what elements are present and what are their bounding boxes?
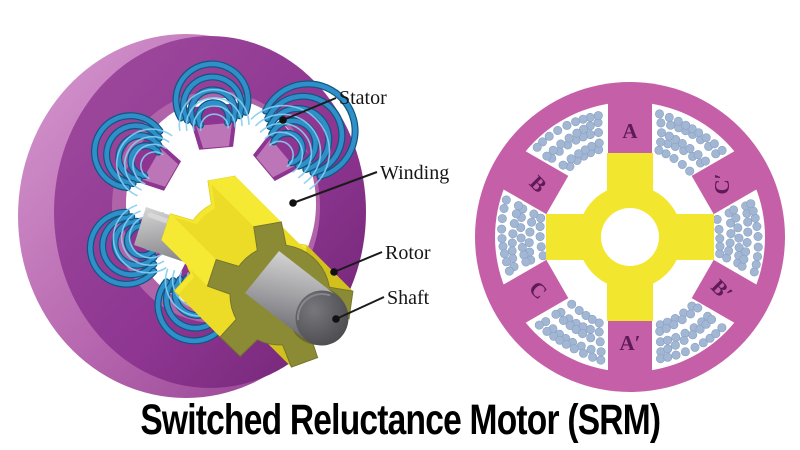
phase-label-A: A [622,119,638,143]
leader-lines [282,97,385,320]
rotor-label: Rotor [385,242,431,264]
winding-leader-line [292,171,378,204]
rotor-cross-section [546,153,714,321]
winding-dots-wedge [534,299,606,365]
leader-dots [279,116,340,323]
stator-leader-line [282,97,337,121]
stator-leader-dot [279,116,287,124]
motor-3d-cutaway-diagram: Stator Winding Rotor Shaft [18,34,449,398]
winding-dots-wedge [497,195,548,276]
shaft-leader-dot [332,315,340,323]
winding-dots-wedge [654,109,727,176]
phase-label-C-prime: C′ [710,173,734,194]
phase-label-A-prime: A′ [619,331,640,355]
rotor-leader-dot [330,268,338,276]
shaft-leader-line [335,296,385,320]
shaft-label: Shaft [387,287,430,309]
winding-leader-dot [289,199,297,207]
shaft-front-3d [245,251,349,346]
figure-title-text: Switched Reluctance Motor (SRM) [140,396,661,444]
stator-poles-cross-section [500,100,760,374]
winding-dots-wedge [532,111,604,172]
winding-dot-wedges [497,109,763,365]
figure-title: Switched Reluctance Motor (SRM) [0,399,800,442]
motor-cross-section-diagram: AC′BCA′B′ [475,82,785,392]
rotor-shaft-hole [601,208,659,266]
winding-coil-front-3d [250,80,359,190]
rotor-leader-line [333,251,383,273]
winding-dots-wedge [655,301,727,364]
winding-label: Winding [380,162,449,184]
stator-label: Stator [339,87,387,109]
winding-dots-wedge [712,199,763,277]
